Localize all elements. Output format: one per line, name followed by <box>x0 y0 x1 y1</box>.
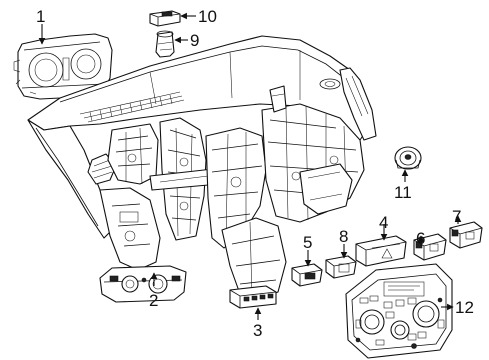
switch-part-10 <box>149 10 181 27</box>
switch-part-5 <box>291 263 323 287</box>
climate-control-panel-part-12 <box>345 263 453 359</box>
instrument-panel <box>27 35 377 301</box>
sensor-part-9 <box>155 30 175 58</box>
callout-2: 2 <box>149 291 158 310</box>
callout-4: 4 <box>379 213 388 232</box>
switch-bank-part-3 <box>229 285 277 309</box>
callout-5: 5 <box>303 233 312 252</box>
callout-8: 8 <box>339 227 348 246</box>
leader-lines <box>38 12 462 320</box>
callout-labels: 1 2 3 4 5 6 7 8 9 10 11 12 <box>36 7 474 340</box>
start-button-part-11 <box>394 146 422 170</box>
hazard-switch-part-4 <box>355 235 407 267</box>
switch-part-7 <box>449 221 483 249</box>
callout-1: 1 <box>36 7 45 26</box>
callout-7: 7 <box>452 207 461 226</box>
callout-11: 11 <box>394 183 412 202</box>
switch-part-8 <box>325 255 357 279</box>
hazard-warning-triangle-icon <box>381 248 393 259</box>
callout-12: 12 <box>455 298 474 317</box>
callout-10: 10 <box>198 7 217 26</box>
callout-3: 3 <box>253 321 262 340</box>
callout-9: 9 <box>190 31 199 50</box>
headlamp-switch-part-2 <box>99 265 187 303</box>
callout-6: 6 <box>416 229 425 248</box>
